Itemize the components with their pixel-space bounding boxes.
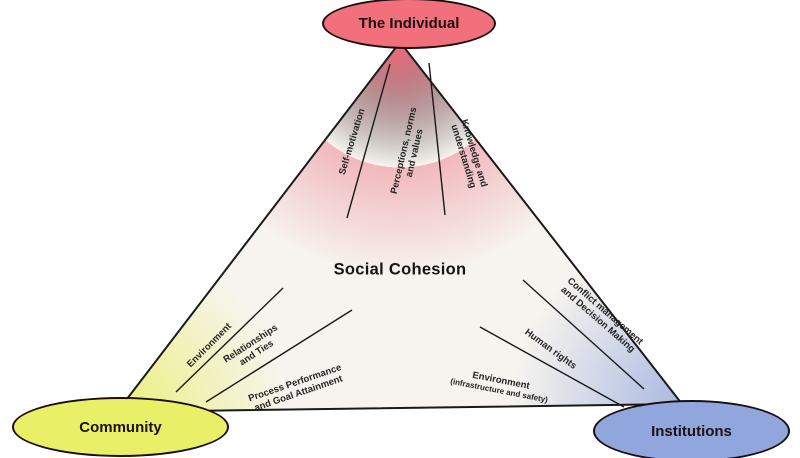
- spoke-line: [428, 62, 446, 216]
- node-community-label: Community: [79, 418, 162, 436]
- spoke-line: [205, 309, 353, 403]
- node-individual: The Individual: [322, 0, 496, 49]
- node-individual-label: The Individual: [358, 15, 460, 32]
- spoke-line: [175, 287, 284, 393]
- spoke-line: [522, 279, 645, 390]
- triangle-red-glow: [117, 42, 682, 412]
- triangle-outline: [114, 40, 685, 414]
- node-institutions: Institutions: [593, 400, 790, 458]
- node-community: Community: [12, 397, 229, 457]
- spoke-line: [346, 63, 391, 219]
- diagram-title: Social Cohesion: [333, 260, 467, 279]
- spoke-line: [479, 326, 625, 408]
- node-institutions-label: Institutions: [651, 422, 732, 440]
